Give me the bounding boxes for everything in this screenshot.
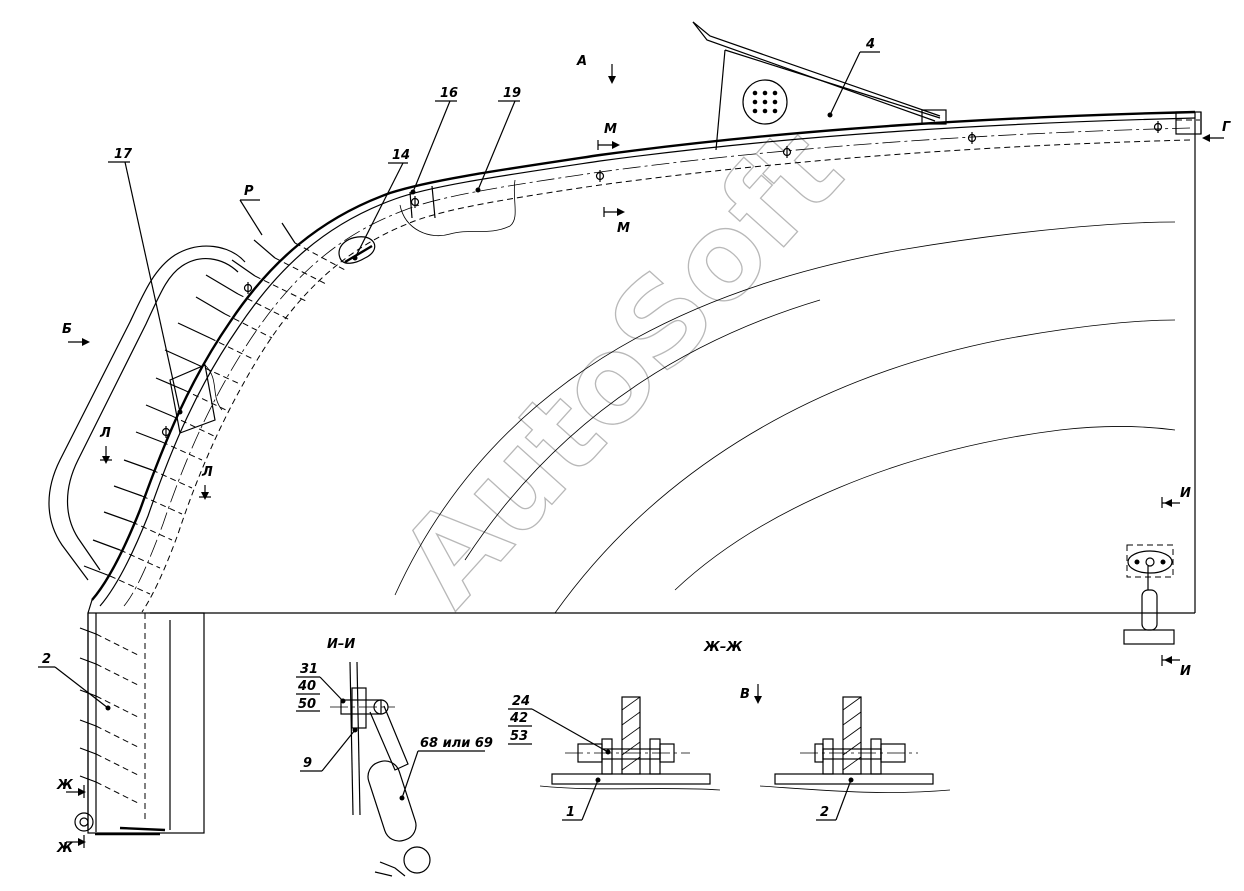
callout-19: 19: [503, 86, 521, 101]
callout-4: 4: [865, 37, 875, 52]
callout-53: 53: [510, 729, 528, 744]
view-marker-m-top: М: [604, 122, 617, 137]
callout-24: 24: [512, 694, 530, 709]
section-title-i-i: И–И: [327, 637, 355, 652]
view-marker-m-bottom: М: [617, 221, 630, 236]
handrail: [48, 245, 246, 581]
watermark: AutoSoft: [373, 102, 868, 630]
main-body: [91, 110, 1202, 614]
callout-50: 50: [298, 697, 316, 712]
view-marker-l-2: Л: [201, 465, 213, 480]
view-marker-i-top: И: [1180, 486, 1191, 501]
vent-holes: [752, 90, 778, 114]
view-markers: А Г М М Б Л Л Р И И Ж Ж В: [56, 54, 1231, 856]
view-marker-g: Г: [1222, 120, 1231, 135]
callout-17: 17: [114, 147, 133, 162]
callout-68: 68 или 69: [420, 736, 493, 751]
callout-2-section: 2: [820, 805, 829, 820]
ribs: [83, 222, 346, 595]
view-marker-a: А: [576, 54, 587, 69]
lower-post-2: [74, 599, 205, 836]
callout-40: 40: [297, 679, 316, 694]
view-marker-l-1: Л: [99, 426, 111, 441]
callout-1: 1: [566, 805, 575, 820]
view-marker-v: В: [740, 687, 750, 702]
hinge-detail-right: [1123, 544, 1175, 645]
callout-14: 14: [392, 148, 410, 163]
callout-2-main: 2: [42, 652, 51, 667]
bolt-symbols: [161, 121, 1163, 438]
section-zh-zh: Ж–Ж 24 42 53: [508, 640, 951, 821]
main-callouts: 4 16 19 14 17 2: [38, 37, 880, 711]
oval-14: [338, 236, 376, 264]
cutout-19: [399, 179, 516, 237]
bracket-17: [169, 364, 223, 434]
lever-bracket-4: [692, 21, 947, 151]
view-marker-r: Р: [244, 184, 254, 199]
section-i-i: И–И 31 40 50 9 68 или 69: [296, 637, 493, 877]
callout-9: 9: [303, 756, 312, 771]
view-marker-zh-bottom: Ж: [56, 841, 74, 856]
callout-16: 16: [440, 86, 458, 101]
section-title-zh-zh: Ж–Ж: [703, 640, 743, 655]
view-marker-i-bottom: И: [1180, 664, 1191, 679]
view-marker-b: Б: [62, 322, 72, 337]
callout-31: 31: [300, 662, 318, 677]
view-marker-zh-top: Ж: [56, 778, 74, 793]
callout-42: 42: [509, 711, 528, 726]
